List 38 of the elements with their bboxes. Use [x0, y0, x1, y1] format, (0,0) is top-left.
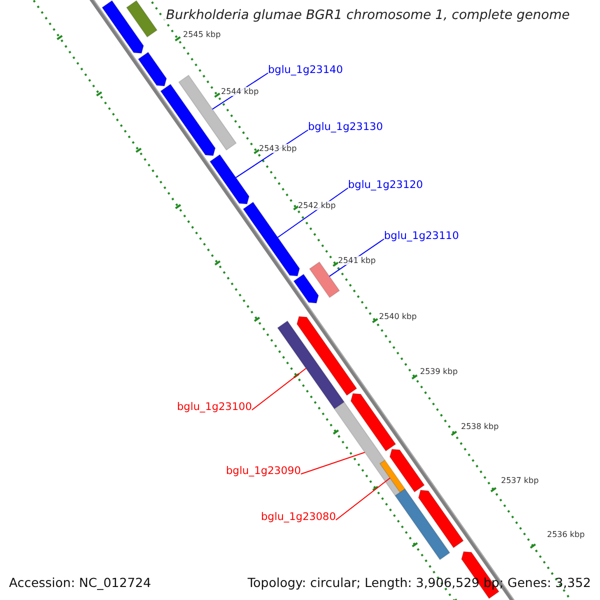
gene-block — [296, 316, 358, 396]
gene-label: bglu_1g23090 — [226, 465, 301, 477]
genome-info-text: Topology: circular; Length: 3,906,529 bp; Genes: 3,352 — [248, 575, 591, 590]
scale-label: 2540 kbp — [379, 312, 417, 321]
gene-block — [277, 320, 345, 410]
gene-block — [126, 0, 158, 38]
gene-block — [209, 154, 250, 204]
gene-label: bglu_1g23140 — [268, 64, 343, 76]
gene-block — [394, 488, 450, 560]
gene-block — [389, 448, 425, 493]
gene-label: bglu_1g23130 — [308, 121, 383, 133]
gene-block — [308, 261, 340, 298]
accession-text: Accession: NC_012724 — [9, 575, 152, 590]
gene-block — [350, 393, 396, 452]
leader-line — [335, 477, 391, 520]
gene-block — [418, 490, 464, 548]
scale-label: 2545 kbp — [183, 30, 221, 39]
gene-block — [160, 84, 216, 156]
gene-block — [379, 460, 406, 493]
gene-label: bglu_1g23120 — [348, 179, 423, 191]
scale-label: 2537 kbp — [501, 476, 539, 485]
scale-label: 2541 kbp — [338, 256, 376, 265]
scale-label: 2536 kbp — [547, 530, 585, 539]
scale-label: 2539 kbp — [420, 367, 458, 376]
gene-block — [334, 401, 401, 496]
scale-label: 2543 kbp — [259, 144, 297, 153]
scale-label: 2538 kbp — [461, 422, 499, 431]
gene-block — [293, 274, 319, 304]
gene-block — [138, 52, 167, 86]
leader-line — [300, 452, 366, 474]
gene-block — [242, 202, 300, 276]
gene-label: bglu_1g23080 — [261, 511, 336, 523]
leader-line — [251, 368, 306, 410]
gene-label: bglu_1g23110 — [384, 230, 459, 242]
scale-label: 2542 kbp — [298, 201, 336, 210]
gene-label: bglu_1g23100 — [177, 401, 252, 413]
gene-block — [102, 0, 144, 54]
scale-label: 2544 kbp — [221, 87, 259, 96]
